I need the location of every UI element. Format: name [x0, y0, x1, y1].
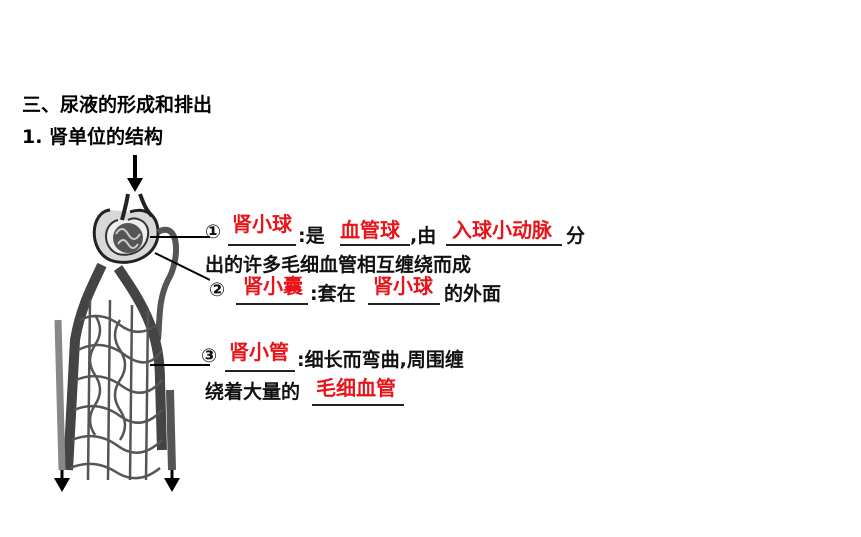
item1-marker: ①	[205, 221, 222, 243]
section-heading: 三、尿液的形成和排出	[22, 94, 213, 116]
item3-marker: ③	[201, 345, 218, 367]
item1-answer-name: 肾小球	[232, 212, 292, 236]
nephron-diagram	[54, 155, 210, 492]
item3-answer-name: 肾小管	[229, 340, 289, 364]
item3-name-blank	[225, 370, 295, 372]
item2-text-tail: 的外面	[444, 283, 502, 305]
item3-answer-vessels: 毛细血管	[316, 376, 396, 400]
item2-name-blank	[236, 303, 308, 305]
item1-text-from: ,由	[410, 225, 437, 247]
item2-text-around: :套在	[310, 283, 356, 305]
item1-text-tail: 分	[566, 225, 586, 247]
item2-answer-around: 肾小球	[373, 274, 433, 298]
item1-answer-is: 血管球	[340, 218, 400, 242]
subsection-heading: 1. 肾单位的结构	[22, 126, 164, 148]
item3-text-line2: 绕着大量的	[205, 381, 301, 403]
item3-text-desc: :细长而弯曲,周围缠	[297, 349, 464, 371]
item1-is-blank	[340, 244, 410, 246]
item1-from-blank	[446, 244, 562, 246]
item2-answer-name: 肾小囊	[243, 274, 303, 298]
item3-vessels-blank	[312, 404, 404, 406]
item2-marker: ②	[209, 279, 226, 301]
item1-text-is: :是	[298, 225, 325, 247]
item1-name-blank	[228, 244, 296, 246]
item1-answer-from: 入球小动脉	[452, 218, 552, 242]
item2-around-blank	[368, 303, 440, 305]
item1-text-line2: 出的许多毛细血管相互缠绕而成	[205, 254, 472, 276]
